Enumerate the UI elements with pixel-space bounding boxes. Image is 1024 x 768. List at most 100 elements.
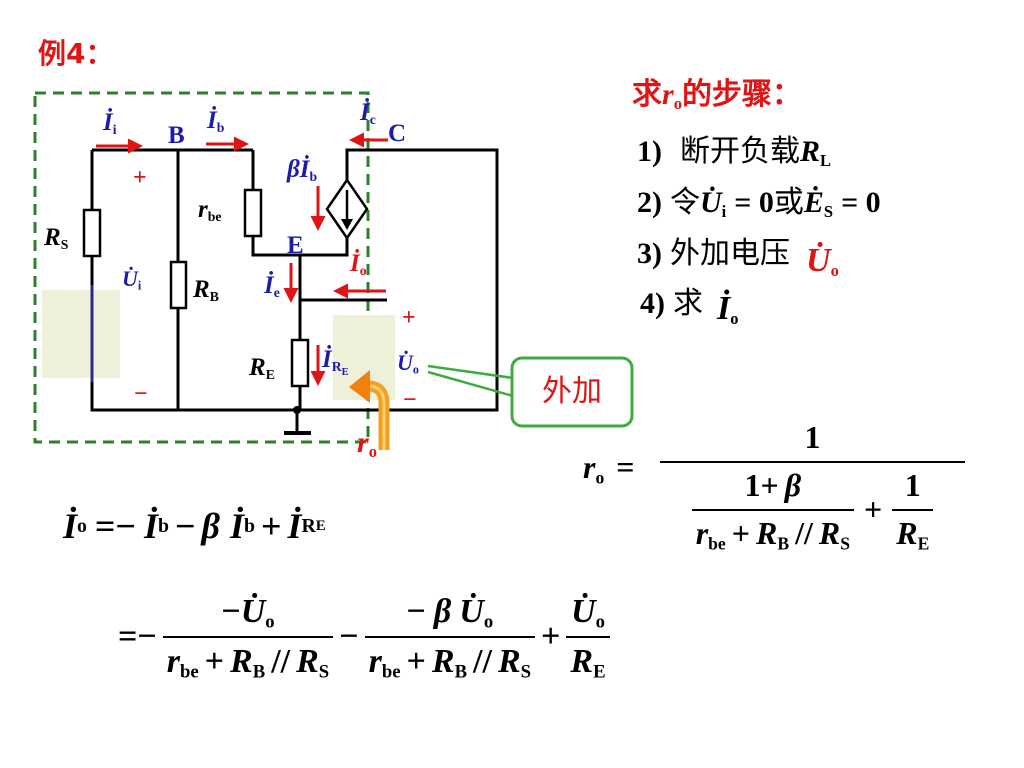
label-current-ire-sub: R <box>331 359 342 375</box>
label-resistor-re-sub: E <box>265 367 275 383</box>
step-4-text: 求 <box>673 286 703 321</box>
label-output-resistance: ro <box>357 428 377 461</box>
denom-r-sub: be <box>708 532 726 553</box>
label-voltage-ui-symbol: U̇ <box>122 266 138 291</box>
slide-title: 例4： <box>38 37 114 70</box>
steps-heading-post: 的步骤： <box>681 77 802 112</box>
formula-ro-inner-fraction-2: 1 RE <box>892 467 934 553</box>
label-minus-input: − <box>134 381 148 407</box>
steps-heading-sub: o <box>673 93 682 113</box>
eq2-f3-sub: o <box>595 611 605 633</box>
denom-plus: + <box>731 514 750 551</box>
eq2-fraction-1-numerator: −U̇o <box>217 592 278 636</box>
step-1-var: R <box>800 135 821 168</box>
label-current-ire-symbol: İ <box>322 346 332 373</box>
formula-ro-inner-fraction-1: 1+β rbe+RB//RS <box>691 467 854 553</box>
step-1-number: 1) <box>637 135 662 168</box>
controlled-current-source <box>325 177 369 241</box>
eq1-term-2-var: İ <box>229 506 244 546</box>
eq2-op-1: − <box>339 617 359 655</box>
eq2-fraction-2-denominator: rbe+RB//RS <box>364 636 536 683</box>
formula-ro-re: R <box>896 514 918 551</box>
label-output-resistance-sub: o <box>368 441 377 461</box>
denom-r2: R <box>818 514 841 551</box>
eq2-op-2: + <box>541 617 561 655</box>
eq2-f3-den-sub: E <box>593 661 606 683</box>
denom-r1-sub: B <box>454 661 468 683</box>
denom-parallel: // <box>795 514 813 551</box>
denom-r: r <box>368 643 382 681</box>
label-resistor-rbe-symbol: r <box>198 196 208 223</box>
label-current-ib-sub: b <box>216 120 225 136</box>
label-resistor-rb-symbol: R <box>193 276 210 303</box>
step-2-var-2: Ė <box>803 186 824 219</box>
denom-r1: R <box>431 643 455 681</box>
step-1-sub: L <box>820 150 832 170</box>
label-current-ib-symbol: İ <box>207 107 217 134</box>
label-voltage-uo-sub: o <box>412 362 419 377</box>
label-resistor-re-symbol: R <box>249 354 266 381</box>
denom-r2-sub: S <box>840 532 850 553</box>
step-4-sub: o <box>730 308 739 328</box>
denom-r-sub: be <box>179 661 199 683</box>
denom-r2-sub: S <box>520 661 532 683</box>
step-3-sub: o <box>830 260 839 280</box>
eq2-f1-sub: o <box>265 611 275 633</box>
step-3-text: 外加电压 <box>670 236 790 271</box>
label-current-ic-symbol: İ <box>360 99 370 126</box>
step-1: 1)断开负载RL <box>637 135 832 170</box>
resistor-rb <box>169 260 188 310</box>
eq1-term-1-var: İ <box>143 506 158 546</box>
label-voltage-uo: U̇o <box>397 352 419 377</box>
output-resistance-arrow <box>349 370 390 450</box>
step-2-sub-2: S <box>823 201 834 221</box>
step-2-sub-1: i <box>721 201 727 221</box>
formula-ro-re-sub: E <box>917 532 930 553</box>
label-node-c: C <box>388 120 407 147</box>
label-resistor-rbe-sub: be <box>207 209 222 225</box>
step-2-eq-2: = 0 <box>841 186 881 219</box>
formula-ro-fraction: 1 1+β rbe+RB//RS + 1 RE <box>660 419 965 553</box>
eq2-f3-var: U̇ <box>571 593 596 630</box>
eq1-op-1: =− <box>94 506 136 546</box>
denom-r1: R <box>230 643 253 681</box>
eq2-fraction-1: −U̇o rbe+RB//RS <box>162 592 334 683</box>
eq1-term-3-var: İ <box>287 506 302 546</box>
denom-r2-sub: S <box>318 661 330 683</box>
label-voltage-ui: U̇i <box>122 266 141 292</box>
formula-ro-plus: + <box>863 490 883 527</box>
eq2-f3-den-var: R <box>570 643 594 681</box>
step-2-var-1: U̇ <box>700 186 722 219</box>
denom-plus: + <box>406 643 426 681</box>
label-current-ii-sub: i <box>112 122 117 138</box>
label-current-ii: İi <box>103 110 117 138</box>
formula-ro-numerator: 1 <box>804 419 821 455</box>
label-current-io-sub: o <box>359 263 367 279</box>
formula-ro-inner2-denominator: RE <box>892 508 934 553</box>
label-controlled-source-symbol: βİ <box>287 156 310 183</box>
eq1-lhs-var: İ <box>63 506 78 546</box>
eq2-f1-var: U̇ <box>240 593 266 630</box>
input-port-highlight <box>42 290 120 378</box>
label-current-ie-symbol: İ <box>264 272 274 299</box>
step-2-text: 令 <box>670 185 700 220</box>
denom-r2: R <box>497 643 521 681</box>
eq2-f2-var: U̇ <box>459 593 484 630</box>
resistor-rbe <box>243 188 263 238</box>
callout <box>427 356 634 428</box>
label-current-ib: İb <box>207 107 225 136</box>
label-controlled-source: βİb <box>287 156 317 184</box>
denom-r-sub: be <box>381 661 401 683</box>
label-current-ire: İRE <box>322 346 349 378</box>
label-plus-output: + <box>402 305 416 331</box>
eq2-fraction-1-denominator: rbe+RB//RS <box>162 636 334 683</box>
formula-ro-lhs-var: r <box>583 449 596 485</box>
label-minus-output: − <box>403 387 417 413</box>
denom-r1-sub: B <box>777 532 790 553</box>
label-resistor-rs-sub: S <box>60 237 69 253</box>
eq2-f2-beta: β <box>433 593 452 630</box>
denom-plus: + <box>204 643 225 681</box>
